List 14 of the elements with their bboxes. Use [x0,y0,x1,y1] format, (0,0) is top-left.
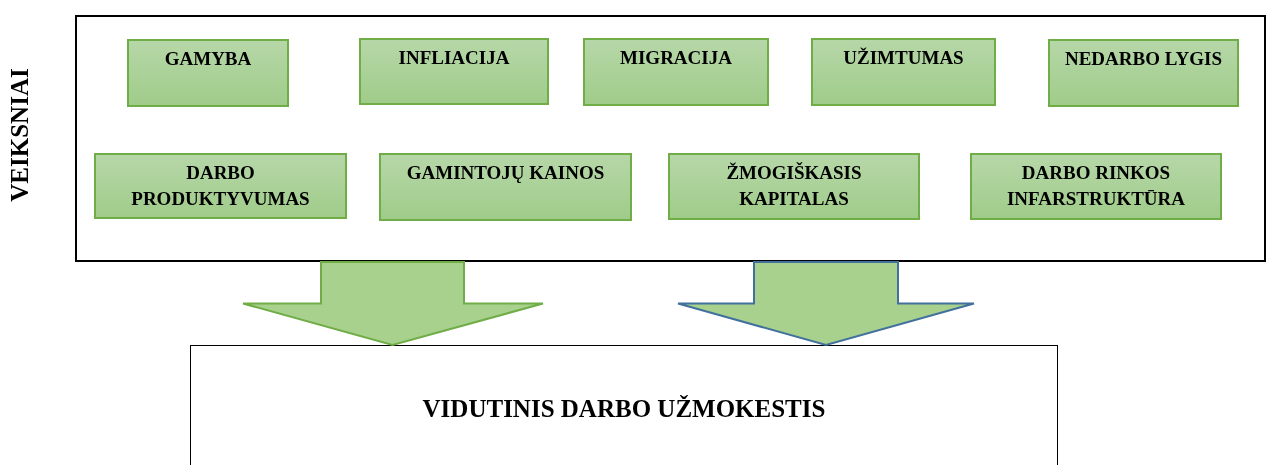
factor-box: INFLIACIJA [359,38,549,105]
block-arrow [677,261,975,347]
block-arrow [242,261,544,347]
vertical-heading: VEIKSNIAI [5,67,34,204]
factor-box: NEDARBO LYGIS [1048,39,1239,107]
factor-box: DARBO PRODUKTYVUMAS [94,153,347,219]
factor-box: GAMYBA [127,39,289,107]
factor-box: GAMINTOJŲ KAINOS [379,153,632,221]
result-box: VIDUTINIS DARBO UŽMOKESTIS [190,345,1058,465]
factor-box: ŽMOGIŠKASIS KAPITALAS [668,153,920,220]
factor-box: MIGRACIJA [583,38,769,106]
factor-box: DARBO RINKOS INFARSTRUKTŪRA [970,153,1222,220]
factor-box: UŽIMTUMAS [811,38,996,106]
factors-frame [75,15,1266,262]
